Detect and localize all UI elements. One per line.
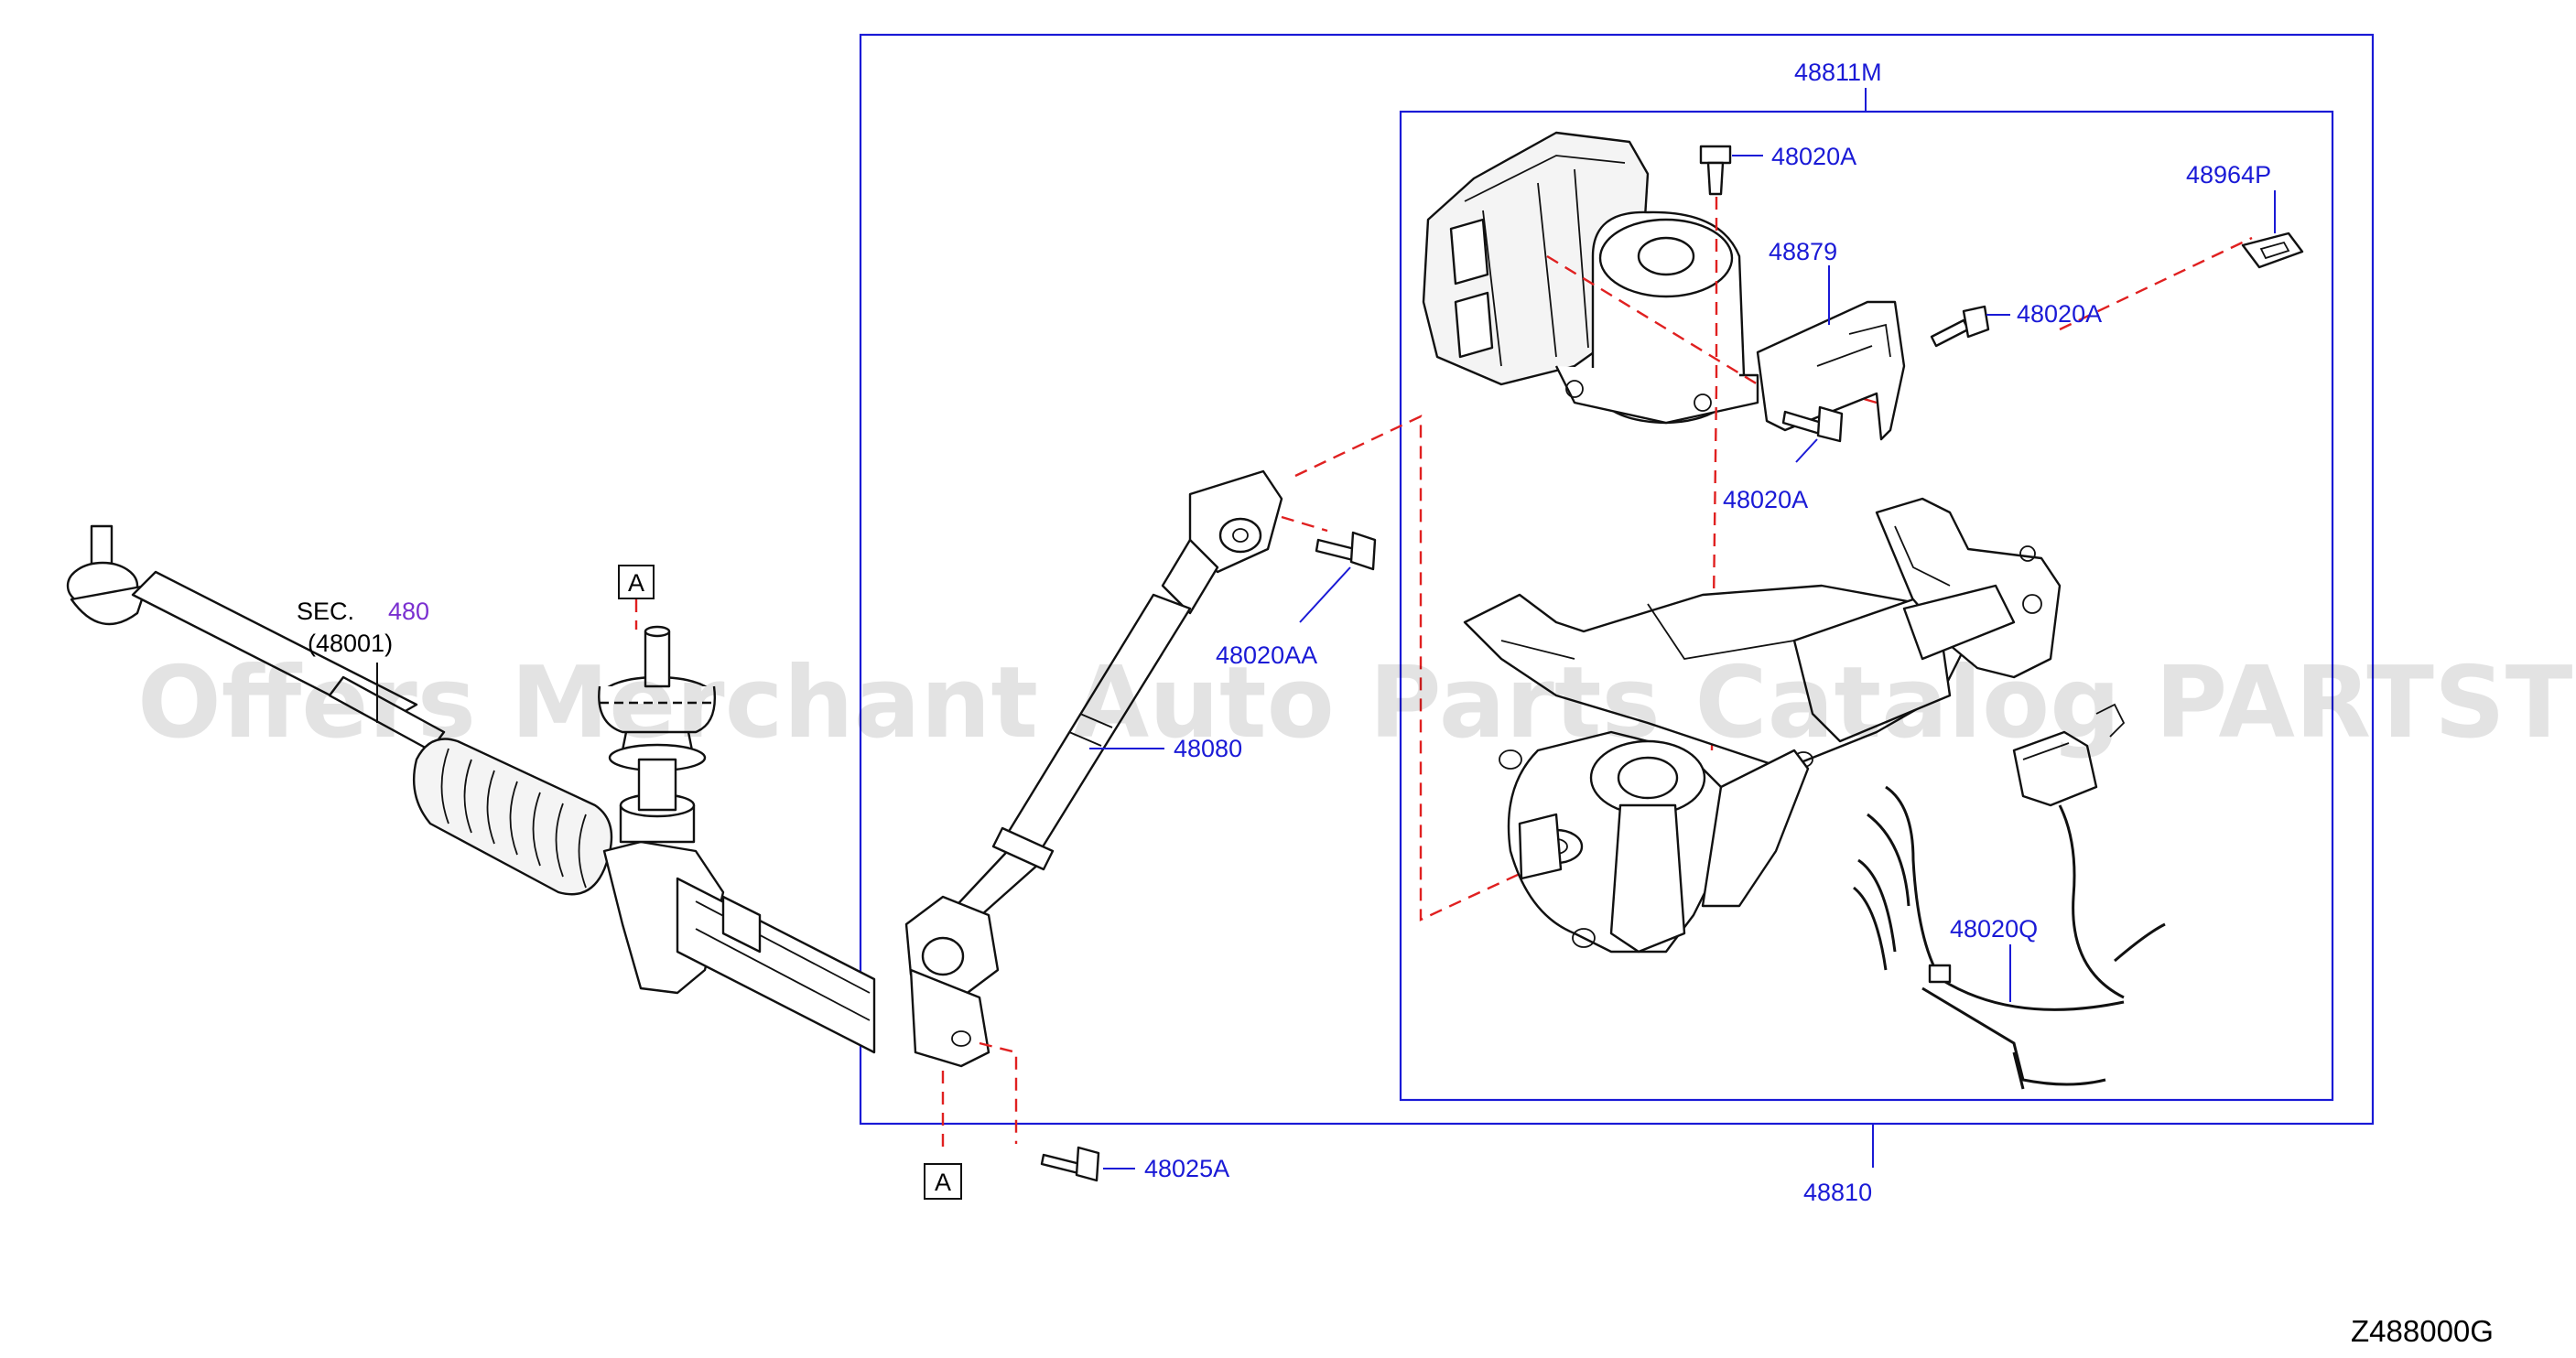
assembly-frame-48810	[859, 33, 2375, 1126]
part-label-48080[interactable]: 48080	[1174, 735, 1242, 762]
view-ref-a-bottom: A	[924, 1071, 962, 1200]
harness-48020q-drawing: 48020Q	[1853, 703, 2166, 1090]
part-label-48020a-top[interactable]: 48020A	[1771, 143, 1856, 170]
part-label-48020a-lower[interactable]: 48020A	[1723, 486, 1808, 513]
part-label-48020q[interactable]: 48020Q	[1950, 915, 2038, 943]
subassembly-label-group: 48811M	[1794, 59, 1882, 112]
intermediate-shaft-drawing	[904, 469, 1283, 1068]
watermark-text: Offers Merchant Auto Parts Catalog PARTS…	[137, 646, 2576, 760]
view-ref-a-top: A	[618, 565, 655, 630]
part-label-48020aa[interactable]: 48020AA	[1216, 641, 1317, 669]
section-reference: SEC. 480 (48001)	[297, 598, 429, 723]
eps-controller-drawing	[1422, 131, 1759, 425]
view-ref-a-bottom-label: A	[935, 1169, 951, 1196]
part-label-48879[interactable]: 48879	[1769, 238, 1837, 265]
clip-48964p-drawing: 48964P	[2186, 161, 2304, 269]
bolt-48020a-right-drawing: 48020A	[1930, 300, 2102, 348]
part-label-48964p[interactable]: 48964P	[2186, 161, 2271, 189]
steering-column-drawing	[1463, 497, 2062, 954]
part-label-48025a[interactable]: 48025A	[1144, 1155, 1229, 1182]
section-ref-number[interactable]: 480	[388, 598, 429, 625]
assembly-label-group: 48810	[1803, 1124, 1874, 1206]
part-label-48020a-right[interactable]: 48020A	[2017, 300, 2102, 328]
bolt-48020aa-drawing: 48020AA	[1216, 531, 1377, 669]
bracket-48879-drawing: 48879	[1756, 238, 1906, 441]
diagram-code: Z488000G	[2351, 1314, 2494, 1348]
bolt-48025a-drawing: 48025A	[979, 1041, 1229, 1182]
view-ref-a-top-label: A	[628, 569, 644, 597]
steering-rack-drawing	[66, 524, 876, 1054]
part-label-group-48080: 48080	[1089, 735, 1242, 762]
bolt-48020a-lower-drawing: 48020A	[1723, 405, 1844, 513]
section-ref-prefix: SEC.	[297, 598, 354, 625]
assembly-label-48810[interactable]: 48810	[1803, 1179, 1872, 1206]
section-ref-sub: (48001)	[308, 630, 393, 657]
bolt-48020a-top-drawing: 48020A	[1699, 143, 1856, 196]
subassembly-label-48811m[interactable]: 48811M	[1794, 59, 1882, 86]
